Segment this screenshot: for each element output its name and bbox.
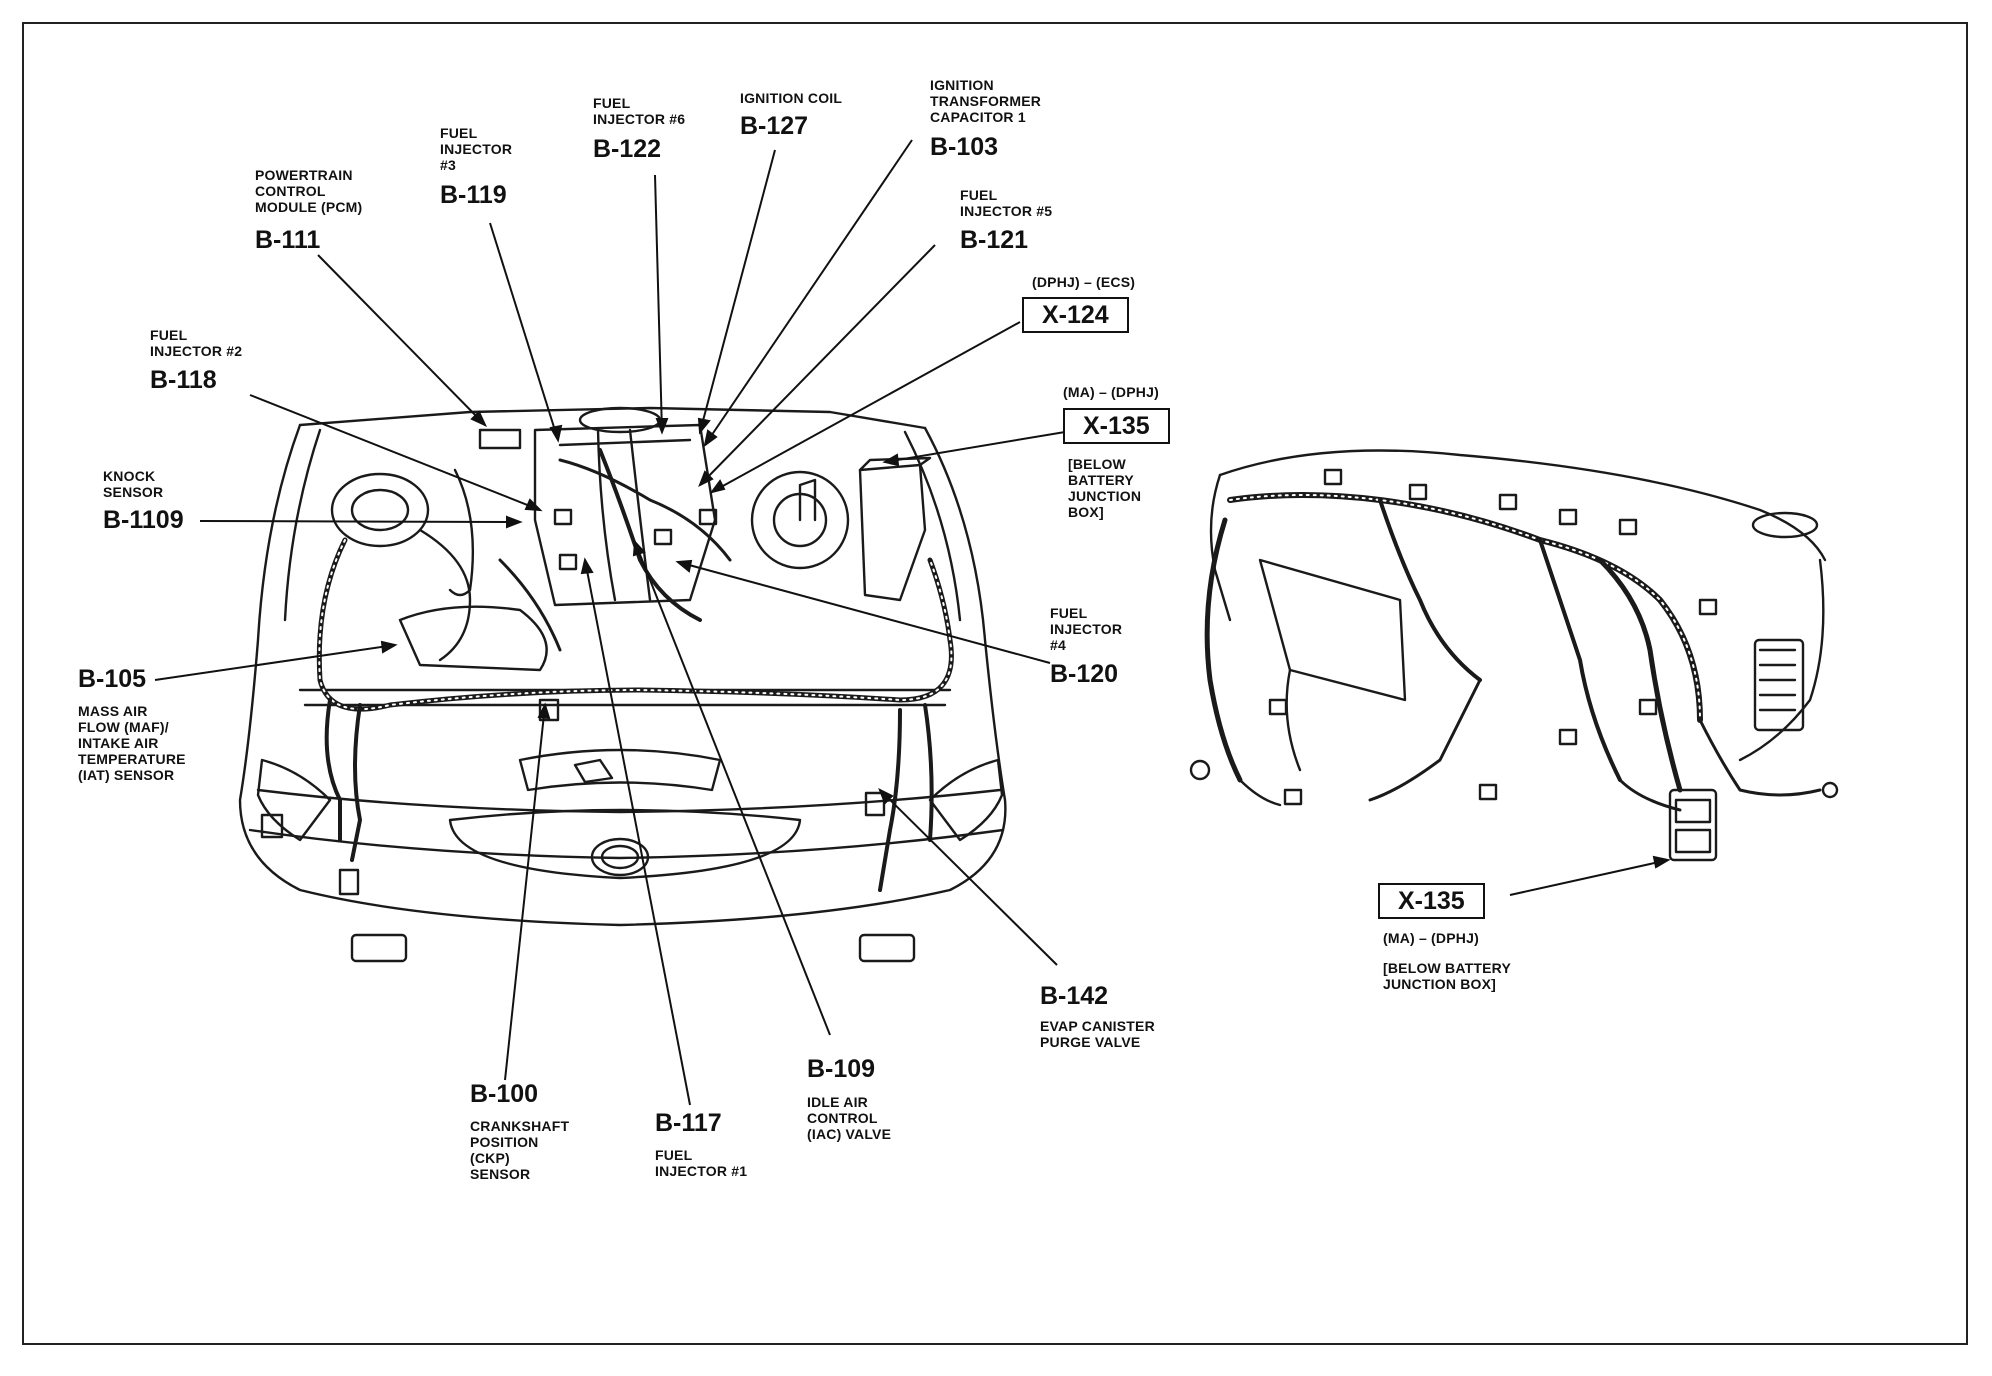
pcm-connector-code: B-111: [255, 226, 321, 254]
x135-upper-qualifier: (MA) – (DPHJ): [1063, 384, 1159, 400]
fuel-injector-6-code: B-122: [593, 135, 662, 163]
x135-lower-location-note: [BELOW BATTERY JUNCTION BOX]: [1383, 960, 1512, 992]
fuel-injector-1-code: B-117: [655, 1109, 722, 1137]
engine-compartment-drawing: [238, 406, 1007, 963]
iac-valve-description: IDLE AIR CONTROL (IAC) VALVE: [807, 1094, 892, 1142]
iac-valve-code: B-109: [807, 1055, 876, 1083]
x135-lower-connector-code: X-135: [1378, 883, 1485, 919]
evap-purge-valve-code: B-142: [1040, 982, 1109, 1010]
fuel-injector-5-description: FUEL INJECTOR #5: [960, 187, 1053, 219]
x135-upper-location-note: [BELOW BATTERY JUNCTION BOX]: [1068, 456, 1142, 520]
x135-upper-connector-code: X-135: [1063, 408, 1170, 444]
maf-sensor-code: B-105: [78, 665, 147, 693]
fuel-injector-3-code: B-119: [440, 181, 507, 209]
leader-lines: [154, 139, 1671, 1106]
ckp-sensor-code: B-100: [470, 1080, 539, 1108]
x124-qualifier: (DPHJ) – (ECS): [1032, 274, 1136, 290]
fuel-injector-2-description: FUEL INJECTOR #2: [150, 327, 243, 359]
x135-lower-qualifier: (MA) – (DPHJ): [1383, 930, 1479, 946]
instrument-panel-harness-drawing: [1189, 449, 1839, 862]
fuel-injector-3-description: FUEL INJECTOR #3: [440, 125, 513, 173]
ignition-capacitor-description: IGNITION TRANSFORMER CAPACITOR 1: [930, 77, 1042, 125]
fuel-injector-5-code: B-121: [960, 226, 1029, 254]
ignition-coil-code: B-127: [740, 112, 809, 140]
ignition-capacitor-code: B-103: [930, 133, 999, 161]
evap-purge-valve-description: EVAP CANISTER PURGE VALVE: [1040, 1018, 1155, 1050]
fuel-injector-2-code: B-118: [150, 366, 217, 394]
x124-connector-code: X-124: [1022, 297, 1129, 333]
ignition-coil-description: IGNITION COIL: [740, 90, 843, 106]
maf-sensor-description: MASS AIR FLOW (MAF)/ INTAKE AIR TEMPERAT…: [78, 703, 186, 783]
knock-sensor-description: KNOCK SENSOR: [103, 468, 164, 500]
fuel-injector-4-description: FUEL INJECTOR #4: [1050, 605, 1123, 653]
diagram-frame: [22, 22, 1968, 1345]
knock-sensor-code: B-1109: [103, 506, 184, 534]
ckp-sensor-description: CRANKSHAFT POSITION (CKP) SENSOR: [470, 1118, 570, 1182]
fuel-injector-1-description: FUEL INJECTOR #1: [655, 1147, 748, 1179]
pcm-description: POWERTRAIN CONTROL MODULE (PCM): [255, 167, 363, 215]
fuel-injector-6-description: FUEL INJECTOR #6: [593, 95, 686, 127]
fuel-injector-4-code: B-120: [1050, 660, 1119, 688]
